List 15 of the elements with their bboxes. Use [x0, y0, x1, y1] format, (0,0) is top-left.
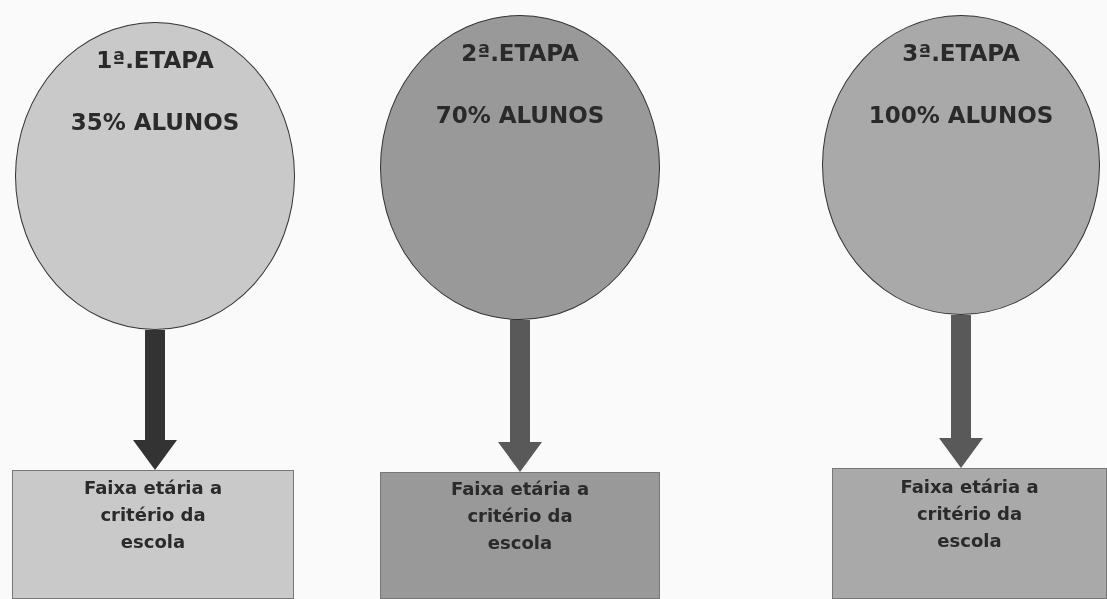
arrow	[498, 320, 542, 472]
stage-title: 1ª.ETAPA	[96, 47, 214, 73]
arrow	[939, 315, 983, 468]
age-text: Faixa etária a critério da escola	[449, 477, 591, 555]
age-box	[12, 470, 294, 599]
age-text: Faixa etária a critério da escola	[899, 475, 1040, 553]
age-box	[380, 472, 660, 599]
percentage-label: 70% ALUNOS	[435, 102, 605, 128]
stage-title: 3ª.ETAPA	[902, 40, 1020, 66]
arrow	[133, 330, 177, 470]
percentage-label: 100% ALUNOS	[868, 102, 1054, 128]
percentage-label: 35% ALUNOS	[70, 109, 240, 135]
age-box	[832, 468, 1107, 599]
age-text: Faixa etária a critério da escola	[82, 476, 224, 554]
stage-title: 2ª.ETAPA	[461, 40, 579, 66]
